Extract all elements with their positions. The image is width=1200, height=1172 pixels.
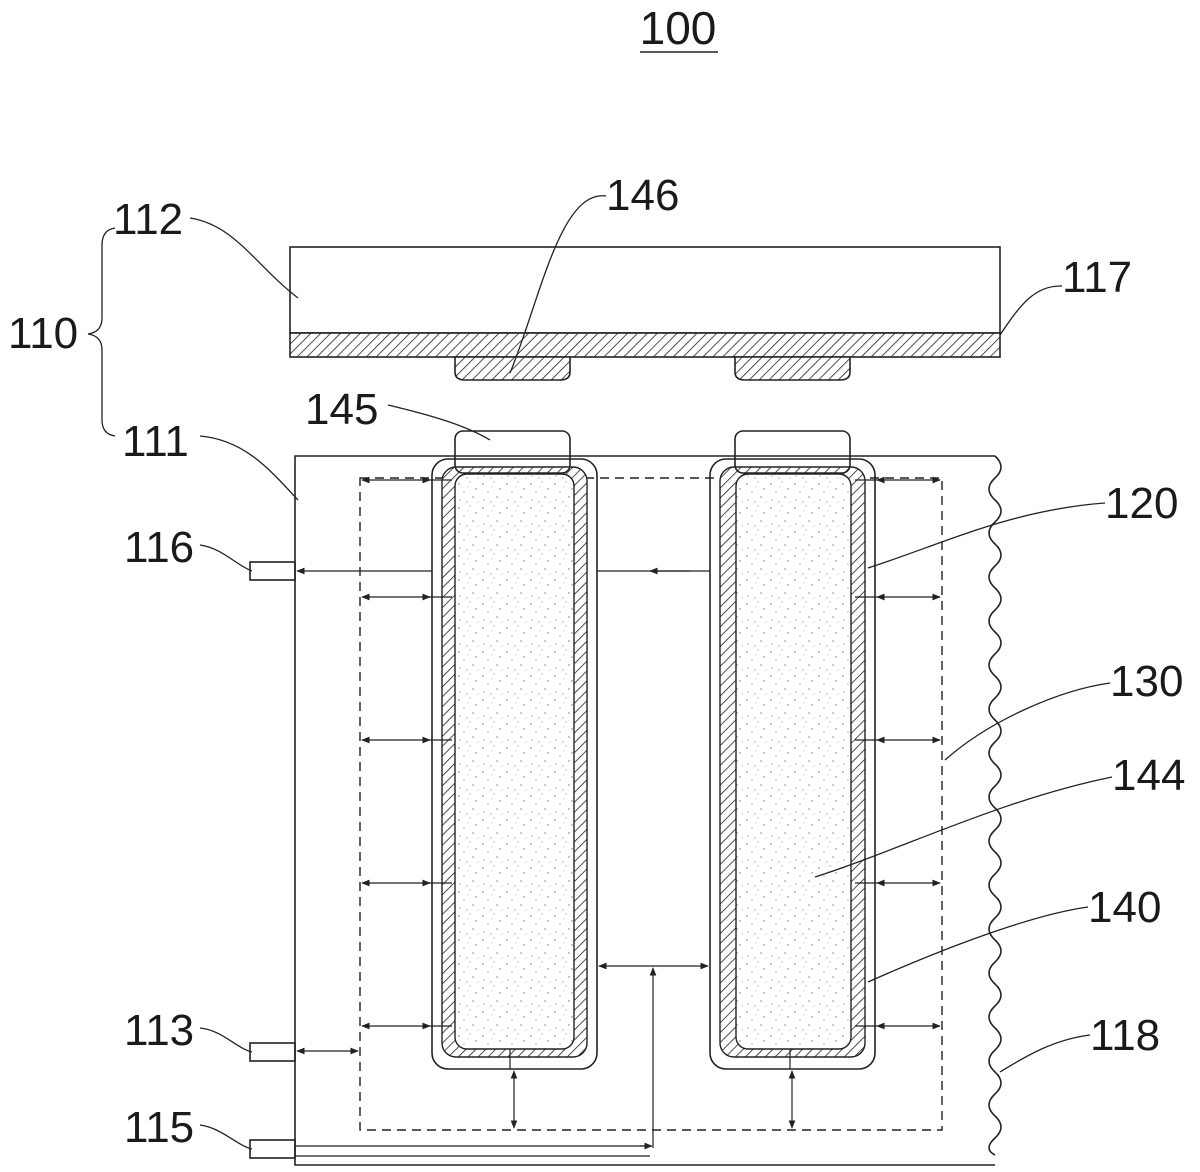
label-111: 111	[122, 417, 189, 466]
group-brace	[87, 227, 116, 437]
label-130: 130	[1110, 657, 1183, 706]
port-bottom	[249, 1139, 650, 1159]
label-117: 117	[1062, 253, 1132, 302]
figure-title: 100	[640, 2, 718, 54]
port-outlet	[249, 561, 296, 581]
label-110: 110	[8, 309, 78, 358]
label-144: 144	[1112, 751, 1185, 800]
label-118: 118	[1090, 1011, 1160, 1060]
label-113: 113	[124, 1006, 194, 1055]
label-140: 140	[1088, 883, 1161, 932]
label-120: 120	[1105, 479, 1178, 528]
label-112: 112	[113, 195, 183, 244]
cell-assembly-left	[431, 430, 598, 1070]
cover-plate	[289, 246, 1001, 358]
port-inlet	[249, 1042, 296, 1062]
cell-assembly-right	[709, 430, 876, 1070]
contact-pad-right	[734, 356, 851, 381]
housing	[294, 455, 1002, 1166]
leader-lines	[189, 195, 1113, 1150]
svg-text:100: 100	[640, 2, 717, 54]
label-146: 146	[606, 171, 679, 220]
label-115: 115	[124, 1103, 194, 1152]
reference-labels: 110 112 146 117 145 111 116 120 130 144 …	[8, 171, 1185, 1152]
label-116: 116	[124, 523, 194, 572]
flow-boundary	[359, 477, 943, 1131]
label-145: 145	[305, 385, 378, 434]
flow-arrows	[296, 476, 941, 1150]
